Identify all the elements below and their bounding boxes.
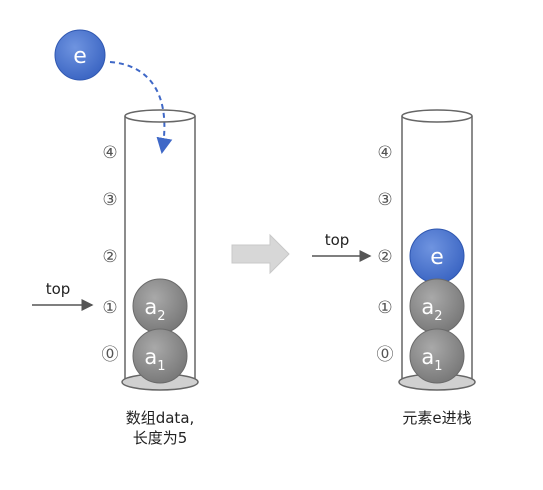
right-caption: 元素e进栈 — [402, 409, 472, 427]
index-label-4: ④ — [102, 143, 117, 163]
top-label: top — [46, 280, 71, 298]
svg-text:a1: a1 — [421, 345, 442, 374]
stack-ball-e: e — [409, 228, 465, 284]
incoming-element-ball: e — [54, 29, 106, 81]
index-label-2: ② — [102, 247, 117, 267]
left-caption-line2: 长度为5 — [132, 429, 188, 447]
incoming-element-label: e — [73, 44, 87, 69]
index-label-1: ① — [377, 298, 392, 318]
svg-text:a1: a1 — [144, 345, 165, 374]
stack-ball-a2: a2 — [409, 278, 465, 334]
left-index-labels: ④ ③ ② ① ⓪ — [102, 143, 119, 365]
index-label-3: ③ — [102, 190, 117, 210]
index-label-3: ③ — [377, 190, 392, 210]
right-top-pointer: top — [312, 231, 372, 262]
index-label-4: ④ — [377, 143, 392, 163]
top-label: top — [325, 231, 350, 249]
stack-ball-a1: a1 — [409, 328, 465, 384]
push-dashed-arrow — [109, 61, 173, 154]
index-label-2: ② — [377, 247, 392, 267]
left-caption-line1: 数组data, — [125, 409, 195, 427]
index-label-1: ① — [102, 298, 117, 318]
left-top-pointer: top — [32, 280, 94, 311]
left-panel: e ④ ③ ② ① ⓪ top — [32, 29, 199, 391]
svg-text:a2: a2 — [421, 295, 442, 324]
index-label-0: ⓪ — [102, 345, 119, 365]
right-index-labels: ④ ③ ② ① ⓪ — [377, 143, 394, 365]
left-caption: 数组data, 长度为5 — [105, 408, 215, 448]
stack-ball-a2: a2 — [132, 278, 188, 334]
svg-text:a2: a2 — [144, 295, 165, 324]
transition-arrow — [231, 233, 290, 275]
index-label-0: ⓪ — [377, 345, 394, 365]
right-panel: ④ ③ ② ① ⓪ top e a2 — [312, 109, 476, 391]
stack-ball-a1: a1 — [132, 328, 188, 384]
svg-text:e: e — [430, 245, 444, 270]
